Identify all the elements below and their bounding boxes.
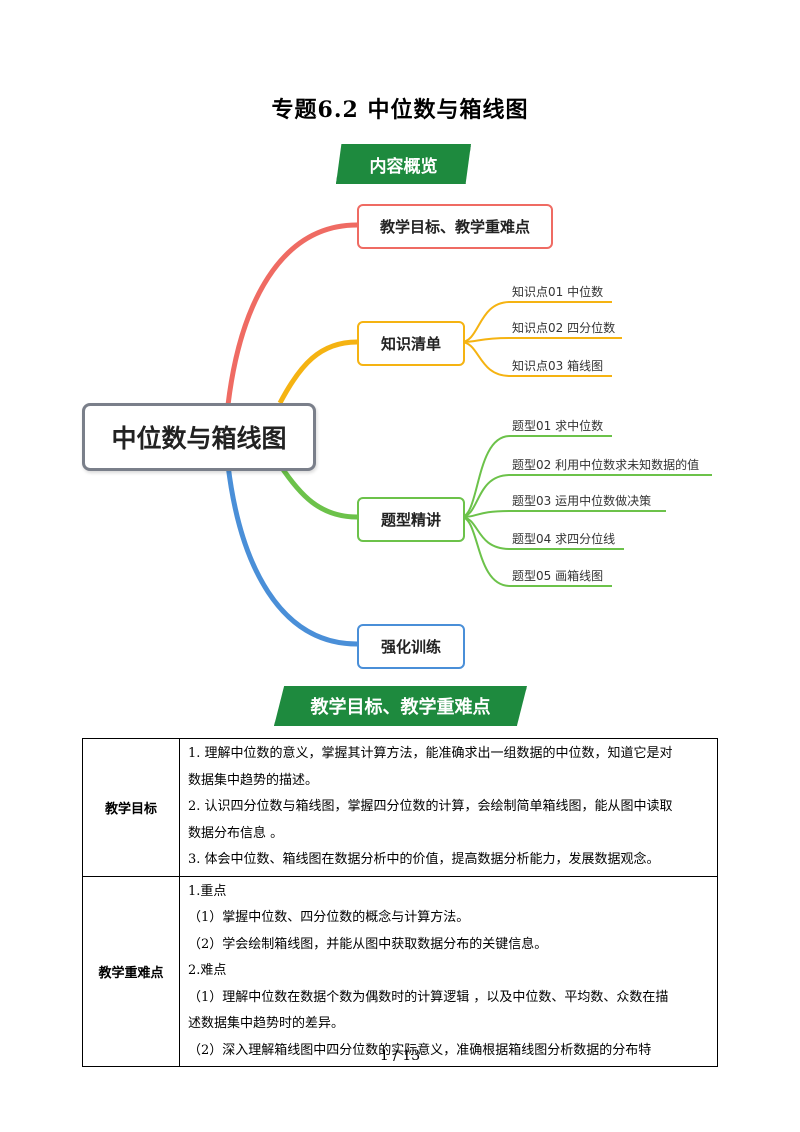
goals-table: 教学目标 1. 理解中位数的意义，掌握其计算方法，能准确求出一组数据的中位数，知…	[82, 738, 718, 1067]
row-header-keypoints: 教学重难点	[82, 875, 180, 1067]
text-line: 2.难点	[188, 963, 227, 978]
branch-training: 强化训练	[357, 624, 465, 669]
table-row: 教学重难点 1.重点 （1）掌握中位数、四分位数的概念与计算方法。 （2）学会绘…	[82, 875, 718, 1067]
goals-content: 1. 理解中位数的意义，掌握其计算方法，能准确求出一组数据的中位数，知道它是对 …	[179, 738, 718, 877]
text-line: 1.重点	[188, 883, 227, 899]
overview-banner: 内容概览	[336, 144, 471, 184]
connector-k1	[460, 301, 612, 343]
connector-types	[277, 463, 358, 520]
text-line: （2）学会绘制箱线图，并能从图中获取数据分布的关键信息。	[188, 936, 548, 952]
leaf-type-1: 题型01 求中位数	[512, 419, 604, 433]
leaf-type-4: 题型04 求四分位线	[512, 532, 616, 546]
text-line: 述数据集中趋势时的差异。	[188, 1016, 345, 1031]
connector-knowledge	[277, 339, 358, 405]
text-line: 数据集中趋势的描述。	[188, 772, 319, 788]
branch-question-types: 题型精讲	[357, 497, 465, 542]
connector-t5	[460, 516, 612, 587]
text-line: 2. 认识四分位数与箱线图，掌握四分位数的计算，会绘制简单箱线图，能从图中读取	[188, 799, 673, 814]
connector-k3	[460, 341, 612, 377]
leaf-type-2: 题型02 利用中位数求未知数据的值	[512, 458, 700, 472]
mind-map-connectors	[225, 222, 712, 647]
leaf-knowledge-1: 知识点01 中位数	[512, 285, 604, 299]
connector-t1	[460, 435, 612, 518]
connector-goals	[225, 222, 358, 406]
leaf-knowledge-3: 知识点03 箱线图	[512, 359, 604, 373]
text-line: 3. 体会中位数、箱线图在数据分析中的价值，提高数据分析能力，发展数据观念。	[188, 852, 660, 867]
page-indicator: 1 / 13	[379, 1048, 421, 1064]
table-row: 教学目标 1. 理解中位数的意义，掌握其计算方法，能准确求出一组数据的中位数，知…	[82, 738, 718, 877]
connector-t2	[460, 474, 712, 518]
goals-banner: 教学目标、教学重难点	[274, 686, 527, 726]
text-line: 1. 理解中位数的意义，掌握其计算方法，能准确求出一组数据的中位数，知道它是对	[188, 746, 673, 761]
text-line: （2）深入理解箱线图中四分位数的实际意义，准确根据箱线图分析数据的分布特	[188, 1042, 652, 1058]
connector-training	[225, 464, 358, 647]
page-title: 专题6.2 中位数与箱线图	[271, 97, 529, 123]
leaf-knowledge-2: 知识点02 四分位数	[512, 321, 616, 335]
leaf-type-5: 题型05 画箱线图	[512, 569, 604, 583]
text-line: 数据分布信息 。	[188, 825, 284, 841]
mind-map: 中位数与箱线图 教学目标、教学重难点 知识清单 题型精讲 强化训练 知识点01 …	[0, 195, 800, 675]
connector-t3	[460, 510, 666, 518]
mind-map-root: 中位数与箱线图	[82, 403, 316, 471]
keypoints-content: 1.重点 （1）掌握中位数、四分位数的概念与计算方法。 （2）学会绘制箱线图，并…	[179, 875, 718, 1067]
leaf-type-3: 题型03 运用中位数做决策	[512, 494, 652, 508]
row-header-goals: 教学目标	[82, 738, 180, 877]
branch-goals: 教学目标、教学重难点	[357, 204, 553, 249]
branch-knowledge: 知识清单	[357, 321, 465, 366]
connector-k2	[460, 337, 622, 343]
text-line: （1）掌握中位数、四分位数的概念与计算方法。	[188, 910, 470, 925]
text-line: （1）理解中位数在数据个数为偶数时的计算逻辑 ，以及中位数、平均数、众数在描	[188, 989, 669, 1005]
